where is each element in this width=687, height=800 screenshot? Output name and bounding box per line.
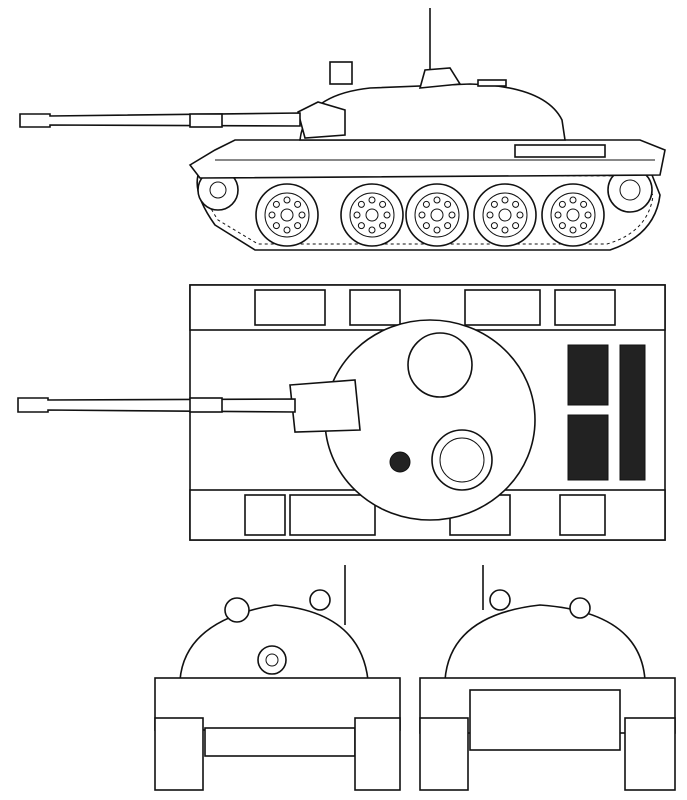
fuel-tank: [514, 144, 606, 158]
wheel-bolt: [580, 222, 588, 230]
wheel-bolt: [298, 211, 306, 219]
mantlet-top: [289, 379, 361, 433]
wheel-bolt: [283, 196, 291, 204]
road-wheel-rim: [550, 192, 596, 238]
fume-extractor-top: [189, 397, 223, 413]
stowage-box: [554, 289, 616, 326]
front-gun-bore: [265, 653, 279, 667]
stowage-boxes: [244, 289, 616, 536]
wheel-bolt: [584, 211, 592, 219]
wheel-bolt: [501, 196, 509, 204]
wheel-bolt: [490, 222, 498, 230]
stowage-box: [289, 494, 376, 536]
wheel-bolt: [448, 211, 456, 219]
road-wheel-hub: [280, 208, 294, 222]
road-wheel-rim: [264, 192, 310, 238]
stowage-box: [559, 494, 606, 536]
gun-barrel-side: [19, 112, 301, 128]
gun-mantlet: [297, 101, 346, 139]
wheel-bolt: [501, 226, 509, 234]
engine-grille-2: [567, 414, 609, 481]
wheel-bolt: [569, 196, 577, 204]
front-right-track: [354, 717, 401, 791]
wheel-bolt: [368, 226, 376, 234]
wheel-bolt: [433, 196, 441, 204]
loader-hatch: [431, 429, 493, 491]
stowage-box: [244, 494, 286, 536]
wheel-bolt: [283, 226, 291, 234]
rear-plate: [469, 689, 621, 751]
wheel-bolt: [418, 211, 426, 219]
rear-searchlight: [569, 597, 591, 619]
rear-left-track: [419, 717, 469, 791]
wheel-bolt: [486, 211, 494, 219]
engine-grille-1: [567, 344, 609, 406]
wheel-bolt: [422, 200, 430, 208]
commander-cupola: [418, 67, 462, 89]
wheel-bolt: [558, 222, 566, 230]
road-wheel-hub: [566, 208, 580, 222]
front-searchlight: [224, 597, 250, 623]
front-view: [154, 565, 401, 791]
road-wheel-rim: [349, 192, 395, 238]
commander-hatch: [407, 332, 473, 398]
front-cupola: [309, 589, 331, 611]
rear-right-track: [624, 717, 676, 791]
top-view: [17, 284, 666, 541]
rear-turret: [444, 604, 646, 681]
stowage-box: [254, 289, 326, 326]
road-wheel-hub: [365, 208, 379, 222]
rear-cupola: [489, 589, 511, 611]
wheel-bolt: [512, 200, 520, 208]
front-glacis: [204, 727, 356, 757]
wheel-bolt: [379, 200, 387, 208]
wheel-bolt: [353, 211, 361, 219]
side-view: [19, 8, 666, 251]
wheel-bolt: [444, 200, 452, 208]
wheel-bolt: [357, 222, 365, 230]
road-wheel-rim: [482, 192, 528, 238]
machine-gun: [477, 79, 507, 87]
wheel-bolt: [490, 200, 498, 208]
front-left-track: [154, 717, 204, 791]
wheel-bolt: [379, 222, 387, 230]
wheel-bolt: [294, 222, 302, 230]
wheel-bolt: [272, 222, 280, 230]
wheel-bolt: [569, 226, 577, 234]
idler-hub: [209, 181, 227, 199]
wheel-bolt: [516, 211, 524, 219]
stowage-box: [349, 289, 401, 326]
wheel-bolt: [433, 226, 441, 234]
wheel-bolt: [444, 222, 452, 230]
loader-hatch-ring: [439, 437, 485, 483]
vision-block: [389, 451, 411, 473]
engine-grille-3: [619, 344, 646, 481]
wheel-bolt: [368, 196, 376, 204]
road-wheel-hub: [430, 208, 444, 222]
wheel-bolt: [554, 211, 562, 219]
wheel-bolt: [383, 211, 391, 219]
wheel-bolt: [512, 222, 520, 230]
fume-extractor: [189, 113, 223, 128]
wheel-bolt: [558, 200, 566, 208]
wheel-bolt: [272, 200, 280, 208]
front-gun-muzzle: [257, 645, 287, 675]
drive-sprocket-hub: [619, 179, 641, 201]
wheel-bolt: [580, 200, 588, 208]
wheel-bolt: [357, 200, 365, 208]
road-wheel-hub: [498, 208, 512, 222]
road-wheels: [255, 183, 605, 247]
road-wheel-rim: [414, 192, 460, 238]
wheel-bolt: [268, 211, 276, 219]
gun-barrel-top: [17, 397, 296, 413]
rear-view: [419, 565, 676, 791]
front-turret: [179, 604, 369, 681]
searchlight: [329, 61, 353, 85]
wheel-bolt: [294, 200, 302, 208]
stowage-box: [464, 289, 541, 326]
wheel-bolt: [422, 222, 430, 230]
